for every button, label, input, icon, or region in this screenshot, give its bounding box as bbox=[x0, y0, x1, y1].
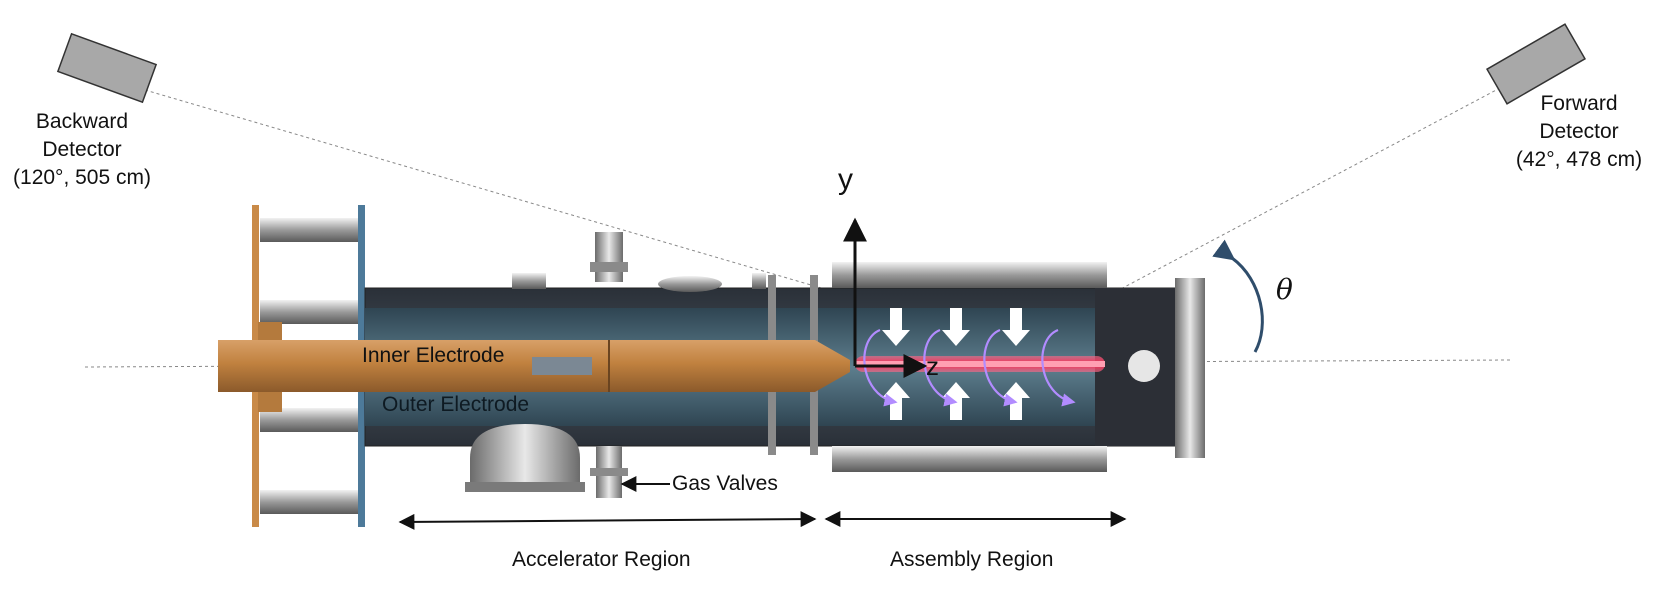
forward-detector-line2: Detector bbox=[1539, 120, 1619, 143]
lines-of-sight bbox=[84, 87, 1511, 368]
down-arrow-icon bbox=[882, 308, 910, 346]
plasma-pinch bbox=[855, 356, 1105, 372]
axis-y-label: y bbox=[838, 163, 853, 196]
forward-detector-line1: Forward bbox=[1540, 92, 1618, 115]
forward-detector-icon bbox=[1486, 23, 1586, 105]
accelerator-region-arrow bbox=[398, 511, 817, 530]
backward-sightline bbox=[144, 89, 1051, 356]
inner-electrode-label: Inner Electrode bbox=[362, 344, 505, 367]
forward-detector-line3: (42°, 478 cm) bbox=[1515, 148, 1643, 171]
theta-label: θ bbox=[1276, 273, 1293, 306]
backward-detector-icon bbox=[56, 32, 158, 104]
down-arrow-icon bbox=[1002, 308, 1030, 346]
forward-detector-label: Forward Detector (42°, 478 cm) bbox=[1505, 90, 1653, 174]
outer-electrode-label: Outer Electrode bbox=[382, 393, 530, 416]
backward-detector-line3: (120°, 505 cm) bbox=[13, 166, 151, 189]
assembly-region-label: Assembly Region bbox=[890, 548, 1054, 571]
backward-detector-label: Backward Detector (120°, 505 cm) bbox=[8, 108, 156, 192]
inner-electrode-shape bbox=[218, 340, 850, 392]
coordinate-axes bbox=[843, 217, 928, 378]
forward-sightline bbox=[1099, 87, 1501, 301]
accelerator-region-label: Accelerator Region bbox=[512, 548, 691, 571]
down-arrow-icon bbox=[942, 308, 970, 346]
assembly-ribs bbox=[832, 262, 1107, 472]
theta-rotation-arrow bbox=[1212, 239, 1264, 353]
viewport-window bbox=[1128, 350, 1160, 382]
backward-detector-line2: Detector bbox=[42, 138, 122, 161]
gas-valves-label: Gas Valves bbox=[672, 472, 778, 495]
axis-z-label: z bbox=[926, 351, 939, 381]
backward-detector-line1: Backward bbox=[35, 110, 129, 133]
